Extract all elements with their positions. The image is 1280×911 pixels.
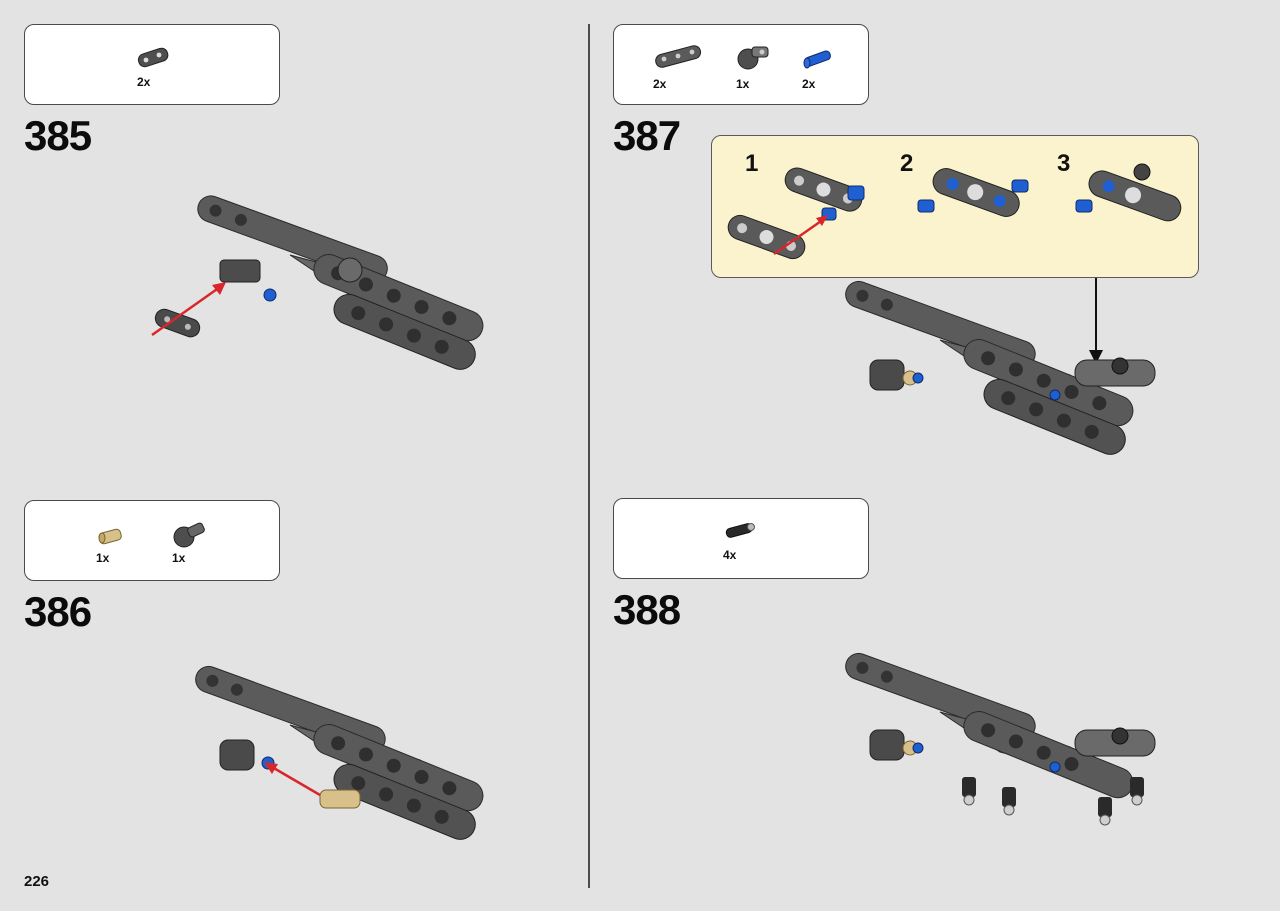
black-pin-with-ball-icon xyxy=(725,523,755,538)
step-number: 387 xyxy=(613,112,681,159)
beam-3-icon xyxy=(655,45,702,68)
part-qty: 2x xyxy=(137,75,151,89)
page-divider xyxy=(588,24,590,888)
placement-arrow xyxy=(1089,278,1103,364)
assembly-illustration-385 xyxy=(151,195,484,370)
step-number: 385 xyxy=(24,112,92,159)
substep-number: 1 xyxy=(745,150,759,177)
step-number: 388 xyxy=(613,586,681,633)
parts-callout-388: 4x xyxy=(613,498,869,579)
parts-callout-386: 1x 1x xyxy=(24,500,280,581)
angle-connector-icon xyxy=(173,522,205,548)
blue-axle-pin-icon xyxy=(803,50,831,69)
subassembly-panel: 1 2 3 xyxy=(711,135,1199,278)
page-number: 226 xyxy=(24,873,50,890)
part-qty: 1x xyxy=(96,551,110,565)
substep-number: 2 xyxy=(900,150,914,177)
assembly-illustration-386 xyxy=(195,665,484,840)
part-qty: 2x xyxy=(653,77,667,91)
part-qty: 2x xyxy=(802,77,816,91)
tan-pin-icon xyxy=(98,528,122,545)
angle-connector-icon xyxy=(737,46,769,70)
part-qty: 1x xyxy=(736,77,750,91)
part-qty: 1x xyxy=(172,551,186,565)
substep-number: 3 xyxy=(1057,150,1071,177)
beam-connector-icon xyxy=(137,47,169,68)
substep-2-illustration xyxy=(917,168,1029,217)
assembly-illustration-387 xyxy=(845,280,1156,455)
substep-3-illustration xyxy=(1075,163,1182,222)
parts-callout-385: 2x xyxy=(24,24,280,105)
step-number: 386 xyxy=(24,588,92,635)
assembly-illustration-388 xyxy=(845,652,1156,826)
parts-callout-387: 2x 1x 2x xyxy=(613,24,869,105)
part-qty: 4x xyxy=(723,548,737,562)
substep-1-illustration xyxy=(727,167,865,260)
